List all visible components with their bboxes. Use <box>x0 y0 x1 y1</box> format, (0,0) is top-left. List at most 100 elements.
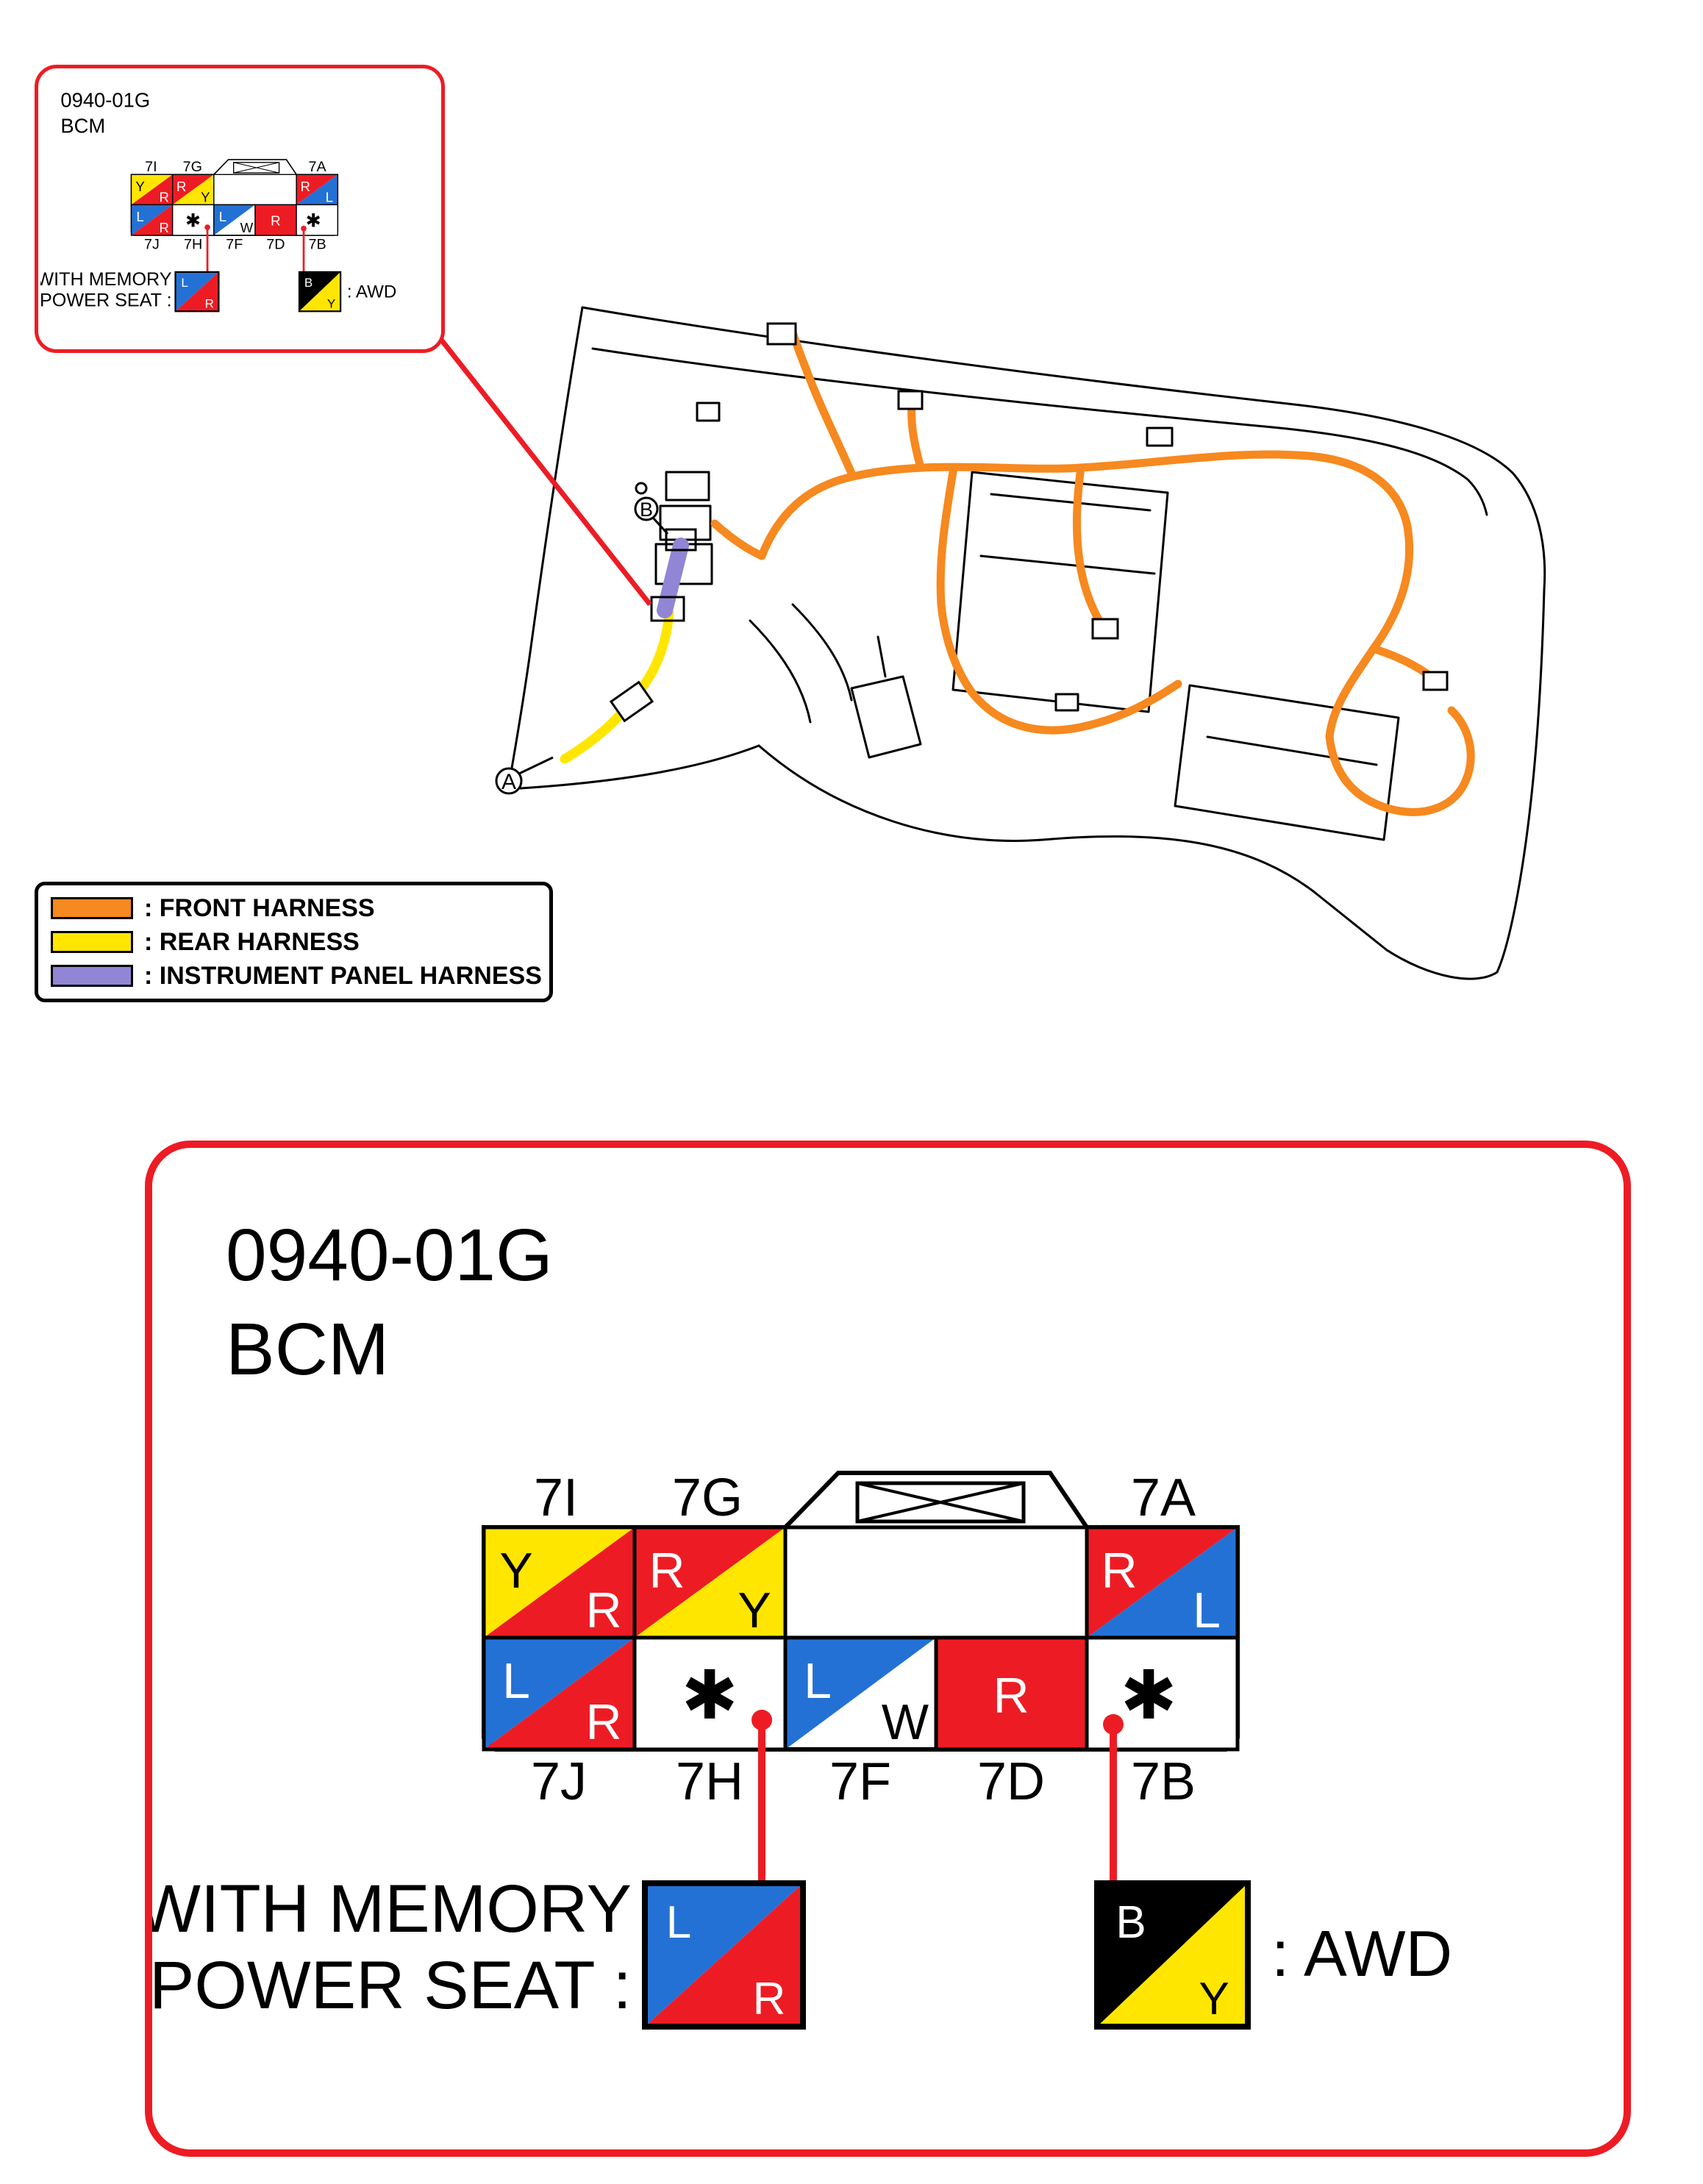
label-7g: 7G <box>183 159 202 175</box>
bcm-detail-panel: 0940-01G BCM Y R <box>137 1141 1631 2157</box>
cell-7h-option-mark: ✱ <box>681 1656 738 1735</box>
memory-cell-bottom-letter: R <box>753 1974 786 2024</box>
bcm-connector-diagram: Y R R Y R <box>130 159 339 253</box>
bcm-connector-diagram: Y R R Y R <box>482 1469 1240 1811</box>
awd-cell-bottom-letter: Y <box>1199 1974 1229 2024</box>
cell-7i-top-letter: Y <box>499 1543 532 1599</box>
cell-7i-top-letter: Y <box>135 179 144 194</box>
label-7g: 7G <box>672 1469 743 1527</box>
callout-leader-line <box>439 338 652 607</box>
memory-note-line2: POWER SEAT : <box>40 290 172 310</box>
bcm-panel-content: 0940-01G BCM Y R <box>38 71 441 345</box>
instrument-panel-harness-label: : INSTRUMENT PANEL HARNESS <box>144 961 542 990</box>
panel-code: 0940-01G <box>60 88 150 111</box>
front-harness-path <box>710 328 1475 816</box>
awd-note: B Y : AWD <box>298 271 396 313</box>
cell-7g-bottom-letter: Y <box>201 190 210 205</box>
cell-7j-bottom-letter: R <box>159 220 168 235</box>
cell-7i: Y R <box>482 1525 637 1640</box>
awd-cell-top-letter: B <box>1115 1897 1146 1948</box>
awd-cell: B Y <box>298 271 342 313</box>
front-harness-label: : FRONT HARNESS <box>144 893 375 922</box>
instrument-panel-harness-connector <box>650 528 697 622</box>
label-7d: 7D <box>977 1752 1045 1811</box>
awd-cell: B Y <box>1094 1880 1251 2030</box>
option-callout-lines <box>758 1720 1117 1886</box>
memory-power-seat-note: WITH MEMORY POWER SEAT : L R <box>137 1871 806 2030</box>
marker-a-label: A <box>501 770 516 794</box>
label-7b: 7B <box>1131 1752 1196 1811</box>
legend-row-rear: : REAR HARNESS <box>38 925 549 959</box>
cell-7a-bottom-letter: L <box>326 190 333 205</box>
bcm-panel-content: 0940-01G BCM Y R <box>137 1148 1624 2149</box>
marker-b: B <box>634 496 669 535</box>
awd-note-label: : AWD <box>347 282 396 301</box>
awd-cell-top-letter: B <box>304 276 313 290</box>
rear-harness-swatch <box>51 931 133 953</box>
cell-7b-option-mark: ✱ <box>1120 1656 1177 1735</box>
cell-7a: R L <box>1085 1525 1240 1640</box>
rear-harness-label: : REAR HARNESS <box>144 927 360 956</box>
memory-seat-cell: L R <box>642 1880 806 2030</box>
memory-note-line2: POWER SEAT : <box>152 1948 632 2023</box>
memory-note-line1: WITH MEMORY <box>152 1871 632 1946</box>
memory-power-seat-note: WITH MEMORY POWER SEAT : L R <box>38 269 220 313</box>
label-7j: 7J <box>144 237 160 253</box>
option-callout-lines <box>206 227 305 273</box>
cell-7f-bottom-letter: W <box>240 220 254 235</box>
legend-row-front: : FRONT HARNESS <box>38 891 549 925</box>
keying-box-icon <box>232 162 280 174</box>
memory-note-line1: WITH MEMORY <box>40 269 172 290</box>
awd-note: B Y : AWD <box>1094 1880 1452 2030</box>
front-harness-swatch <box>51 897 133 919</box>
memory-cell-bottom-letter: R <box>205 297 214 311</box>
cell-7f: L W <box>213 204 256 236</box>
cell-7b: ✱ <box>296 204 338 236</box>
cell-7i-bottom-letter: R <box>159 190 168 205</box>
panel-name: BCM <box>60 114 105 137</box>
cell-7h-callout-dot <box>204 224 210 230</box>
marker-a: A <box>495 756 554 795</box>
keying-box-icon <box>855 1481 1026 1524</box>
cell-7a-top-letter: R <box>300 179 310 194</box>
bcm-panel-figure: 0940-01G BCM Y R <box>137 1214 1452 2030</box>
memory-seat-cell: L R <box>174 271 220 313</box>
instrument-panel-harness-swatch <box>51 965 133 987</box>
label-7j: 7J <box>531 1752 587 1811</box>
cell-7f-top-letter: L <box>219 209 226 224</box>
bcm-callout-box: 0940-01G BCM Y R <box>35 65 445 353</box>
label-7d: 7D <box>266 237 285 253</box>
cell-7j-top-letter: L <box>502 1653 530 1709</box>
cell-7b-option-mark: ✱ <box>306 210 321 232</box>
cell-7a-top-letter: R <box>1101 1543 1137 1599</box>
bcm-callout-content: 0940-01G BCM Y R <box>38 71 441 345</box>
cell-7a: R L <box>296 174 338 206</box>
label-7b: 7B <box>309 237 326 253</box>
cell-7g-top-letter: R <box>176 179 186 194</box>
bcm-panel-figure: 0940-01G BCM Y R <box>38 88 396 313</box>
label-7i: 7I <box>145 159 157 175</box>
cell-7g: R Y <box>632 1525 788 1640</box>
panel-code: 0940-01G <box>226 1214 553 1296</box>
cell-7d-letter: R <box>993 1668 1029 1724</box>
cell-7j: L R <box>482 1635 637 1752</box>
cell-7b: ✱ <box>1085 1635 1240 1752</box>
cell-7j-bottom-letter: R <box>585 1694 621 1750</box>
awd-note-label: : AWD <box>1271 1917 1452 1990</box>
cell-7f-bottom-letter: W <box>882 1694 929 1750</box>
cell-7f-top-letter: L <box>804 1653 832 1709</box>
label-7h: 7H <box>184 237 202 253</box>
cell-7g-bottom-letter: Y <box>738 1582 771 1638</box>
rear-harness-path <box>560 608 674 764</box>
cell-7j: L R <box>130 204 174 236</box>
memory-cell-top-letter: L <box>181 276 188 290</box>
cell-7g-top-letter: R <box>649 1543 685 1599</box>
harness-legend: : FRONT HARNESS : REAR HARNESS : INSTRUM… <box>35 882 553 1002</box>
cell-7h: ✱ <box>171 204 215 236</box>
cell-7a-bottom-letter: L <box>1193 1582 1221 1638</box>
label-7a: 7A <box>1131 1469 1196 1527</box>
label-7f: 7F <box>829 1752 891 1811</box>
cell-7d-letter: R <box>271 213 280 228</box>
memory-cell-top-letter: L <box>666 1897 691 1948</box>
cell-7g: R Y <box>171 174 215 206</box>
